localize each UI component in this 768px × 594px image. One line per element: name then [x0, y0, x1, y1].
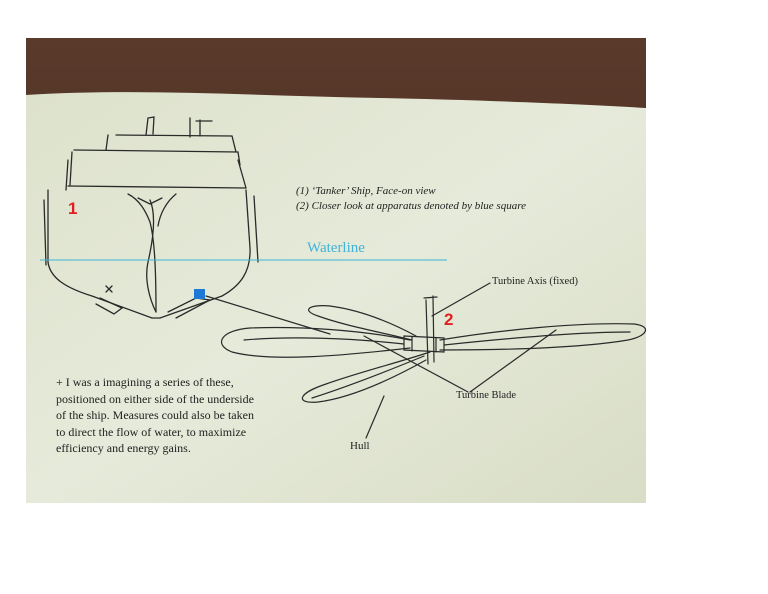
- turbine-blade-label: Turbine Blade: [456, 390, 516, 401]
- turbine-axis-label: Turbine Axis (fixed): [492, 276, 578, 287]
- label-number-1: 1: [68, 199, 78, 218]
- note-line: to direct the flow of water, to maximize: [56, 424, 247, 439]
- explanatory-note: + I was a imagining a series of these, p…: [56, 374, 254, 457]
- note-line: positioned on either side of the undersi…: [56, 391, 254, 406]
- paper-sheet: [26, 92, 646, 504]
- caption-apparatus: (2) Closer look at apparatus denoted by …: [296, 200, 526, 212]
- waterline-label: Waterline: [307, 240, 365, 256]
- note-line: + I was a imagining a series of these,: [56, 375, 234, 389]
- note-line: efficiency and energy gains.: [56, 441, 191, 455]
- caption-ship-view: (1) ‘Tanker’ Ship, Face-on view: [296, 185, 436, 197]
- note-line: of the ship. Measures could also be take…: [56, 408, 254, 422]
- turbine-sketch: [205, 282, 646, 439]
- apparatus-marker: [194, 289, 205, 299]
- label-number-2: 2: [444, 310, 454, 329]
- tanker-ship-sketch: [43, 116, 259, 319]
- hull-label: Hull: [350, 440, 370, 452]
